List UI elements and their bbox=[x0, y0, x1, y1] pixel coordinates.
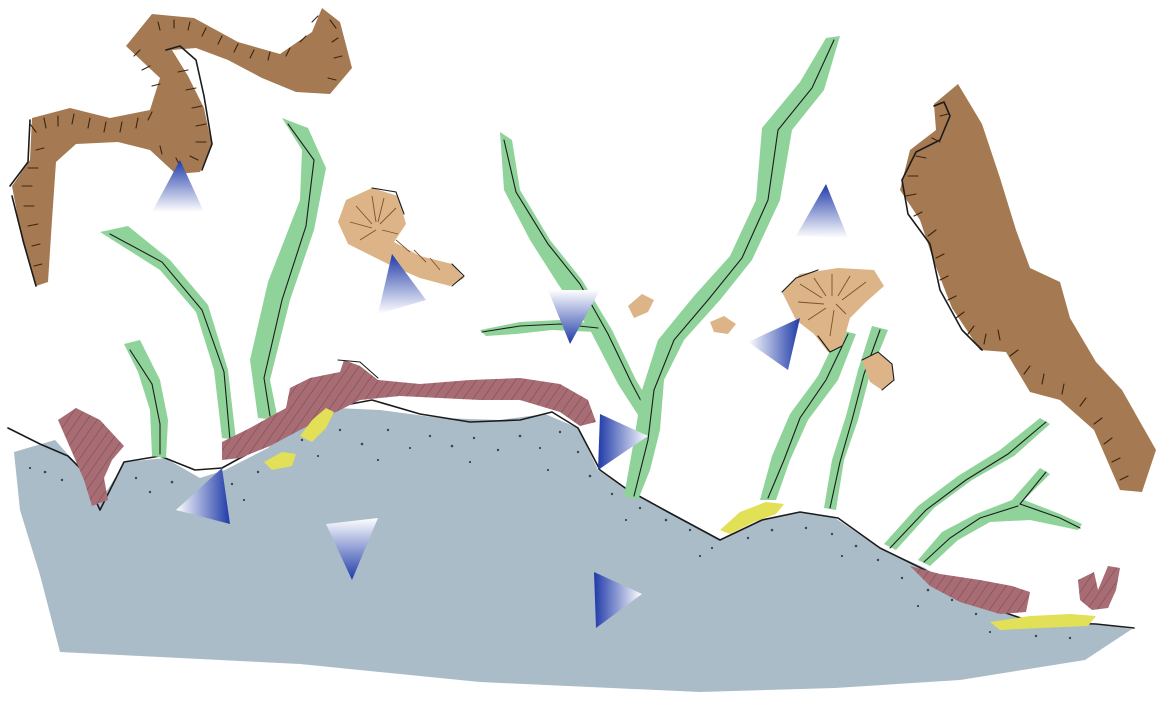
red-encrusting-patch bbox=[1078, 566, 1120, 610]
triangle-arrow-icon bbox=[748, 318, 800, 370]
tan-blob bbox=[628, 294, 654, 318]
kelp-blade bbox=[124, 340, 168, 458]
kelp-blade bbox=[624, 36, 840, 500]
substrate-shape bbox=[8, 400, 1134, 692]
kelp-blade bbox=[918, 468, 1082, 566]
kelp-blade bbox=[100, 226, 236, 440]
triangle-arrow-icon bbox=[796, 184, 848, 238]
kelp-blade bbox=[500, 132, 654, 418]
kelp-blade bbox=[250, 118, 326, 420]
tan-blob bbox=[710, 316, 736, 334]
